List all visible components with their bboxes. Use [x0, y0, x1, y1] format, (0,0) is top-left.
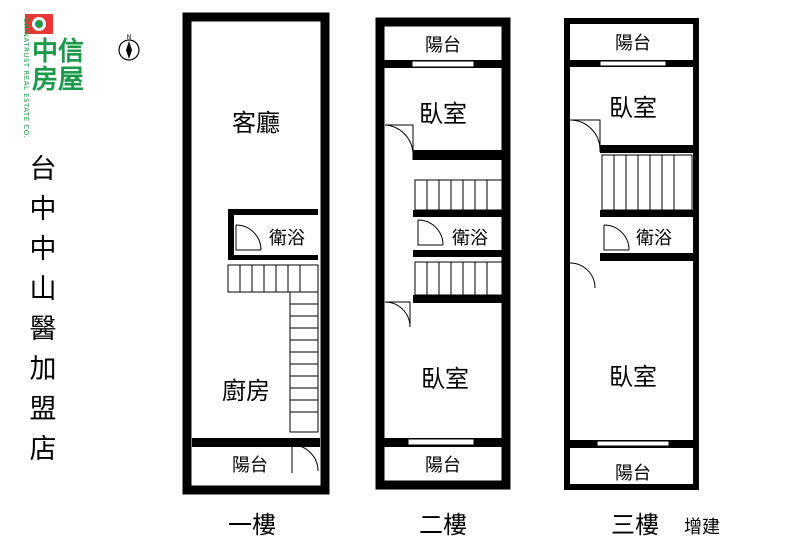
logo-emblem	[25, 14, 53, 34]
logo-name-1: 中信	[32, 37, 85, 67]
room-label: 陽台	[425, 455, 461, 476]
room-label: 陽台	[615, 463, 651, 484]
store-char: 店	[29, 434, 57, 465]
store-char: 加	[29, 354, 57, 385]
floor-label: 三樓	[611, 511, 659, 539]
store-char: 醫	[29, 314, 57, 345]
room-label: 衛浴	[269, 228, 305, 249]
room-label: 臥室	[609, 363, 657, 391]
floor-note: 增建	[684, 517, 720, 538]
logo-name-2: 房屋	[32, 65, 85, 95]
room-label: 客廳	[232, 109, 280, 137]
store-char: 中	[29, 234, 57, 265]
room-label: 臥室	[421, 365, 469, 393]
room-label: 臥室	[419, 100, 467, 128]
store-char: 盟	[29, 394, 57, 425]
room-label: 衛浴	[452, 228, 488, 249]
store-char: 山	[29, 274, 57, 305]
floor-3-plan	[564, 18, 699, 490]
room-label: 臥室	[609, 94, 657, 122]
room-label: 陽台	[232, 455, 268, 476]
floor-1-plan	[182, 12, 330, 495]
floor-2-plan	[375, 17, 511, 490]
room-label: 廚房	[222, 377, 270, 405]
store-name: 台 中 中 山 醫 加 盟 店	[25, 150, 61, 470]
compass-icon: N	[118, 34, 140, 61]
room-label: 陽台	[425, 35, 461, 56]
room-label: 陽台	[615, 33, 651, 54]
floor-label: 二樓	[419, 511, 467, 539]
store-char: 台	[29, 154, 57, 185]
svg-text:N: N	[127, 34, 132, 41]
floor-label: 一樓	[228, 511, 276, 539]
store-char: 中	[29, 194, 57, 225]
room-label: 衛浴	[636, 228, 672, 249]
